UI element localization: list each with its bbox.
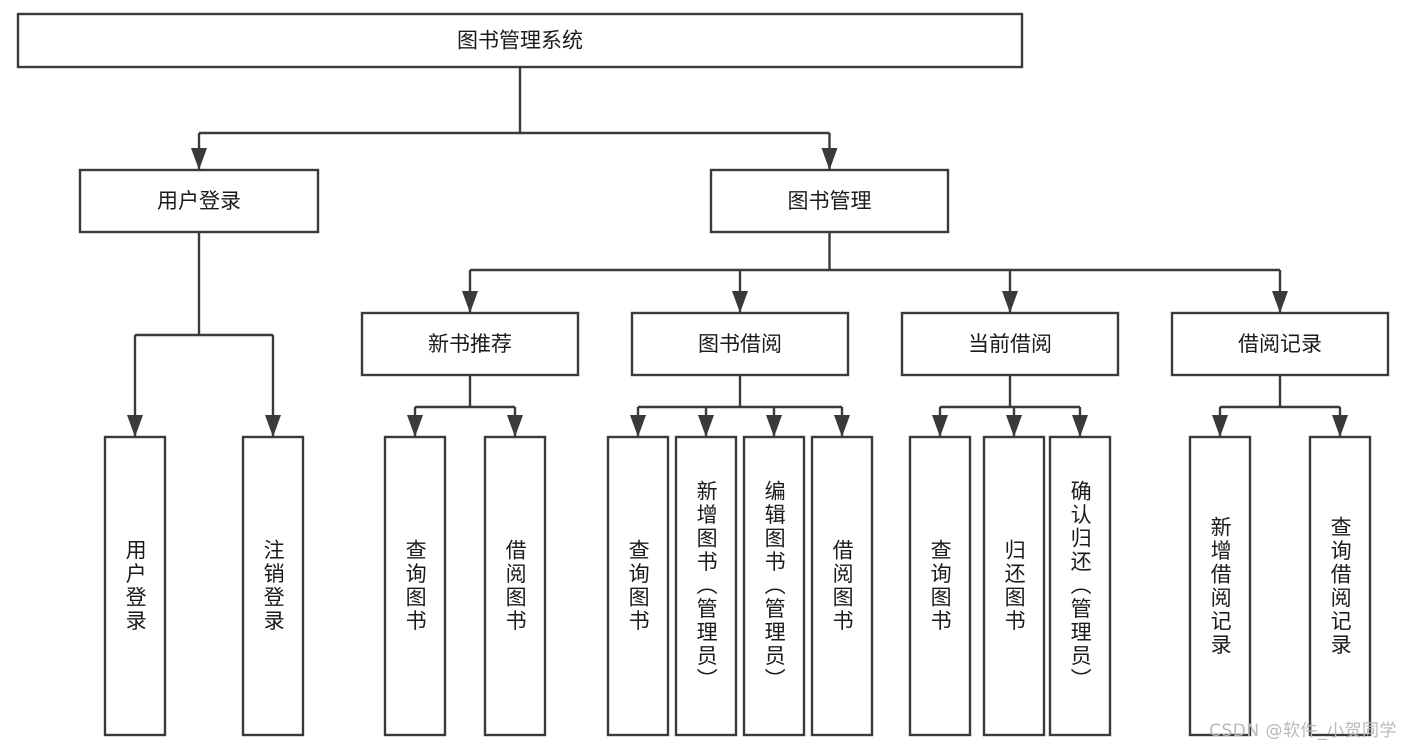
arrow-head-icon-book-borrow bbox=[732, 291, 748, 313]
node-label-borrow-record: 借阅记录 bbox=[1238, 332, 1322, 356]
node-label-root: 图书管理系统 bbox=[457, 29, 583, 53]
arrow-head-icon-user-login bbox=[191, 148, 207, 170]
arrow-head-icon-leaf-add-book bbox=[698, 415, 714, 437]
node-box-leaf-query-record[interactable] bbox=[1308, 435, 1372, 737]
node-boxes bbox=[16, 12, 1390, 737]
node-box-leaf-return-book[interactable] bbox=[982, 435, 1046, 737]
node-box-current-borrow[interactable] bbox=[900, 311, 1120, 377]
node-box-leaf-edit-book[interactable] bbox=[742, 435, 806, 737]
connector-lines bbox=[127, 67, 1348, 437]
arrow-head-icon-current-borrow bbox=[1002, 291, 1018, 313]
arrow-head-icon-leaf-edit-book bbox=[766, 415, 782, 437]
node-box-leaf-query-book-1[interactable] bbox=[383, 435, 447, 737]
arrow-head-icon-leaf-user-logout bbox=[265, 415, 281, 437]
node-label-book-borrow: 图书借阅 bbox=[698, 332, 782, 356]
node-box-leaf-borrow-book-1[interactable] bbox=[483, 435, 547, 737]
node-box-leaf-borrow-book-2[interactable] bbox=[810, 435, 874, 737]
csdn-watermark: CSDN @软件_小贺同学 bbox=[1209, 721, 1397, 741]
arrow-head-icon-borrow-record bbox=[1272, 291, 1288, 313]
node-box-book-borrow[interactable] bbox=[630, 311, 850, 377]
arrow-head-icon-leaf-return-book bbox=[1006, 415, 1022, 437]
arrow-head-icon-leaf-user-login bbox=[127, 415, 143, 437]
arrow-head-icon-leaf-query-book-1 bbox=[407, 415, 423, 437]
arrow-head-icon-new-book-rec bbox=[462, 291, 478, 313]
node-box-new-book-rec[interactable] bbox=[360, 311, 580, 377]
arrow-head-icon-leaf-borrow-book-2 bbox=[834, 415, 850, 437]
node-label-user-login: 用户登录 bbox=[157, 189, 241, 213]
node-label-new-book-rec: 新书推荐 bbox=[428, 332, 512, 356]
node-box-leaf-add-book[interactable] bbox=[674, 435, 738, 737]
node-box-leaf-confirm-return[interactable] bbox=[1048, 435, 1112, 737]
arrow-head-icon-book-manage bbox=[821, 148, 838, 170]
node-box-leaf-user-login[interactable] bbox=[103, 435, 167, 737]
node-box-leaf-query-book-2[interactable] bbox=[606, 435, 670, 737]
node-box-leaf-query-book-3[interactable] bbox=[908, 435, 972, 737]
node-label-current-borrow: 当前借阅 bbox=[968, 332, 1052, 356]
arrow-head-icon-leaf-query-book-3 bbox=[932, 415, 948, 437]
node-box-root[interactable] bbox=[16, 12, 1024, 69]
node-box-leaf-add-record[interactable] bbox=[1188, 435, 1252, 737]
arrow-head-icon-leaf-query-record bbox=[1332, 415, 1348, 437]
arrow-head-icon-leaf-query-book-2 bbox=[630, 415, 646, 437]
node-box-borrow-record[interactable] bbox=[1170, 311, 1390, 377]
arrow-head-icon-leaf-add-record bbox=[1212, 415, 1228, 437]
arrow-head-icon-leaf-borrow-book-1 bbox=[507, 415, 523, 437]
arrow-head-icon-leaf-confirm-return bbox=[1072, 415, 1088, 437]
node-box-user-login[interactable] bbox=[78, 168, 320, 234]
node-label-book-manage: 图书管理 bbox=[788, 189, 872, 213]
node-box-leaf-user-logout[interactable] bbox=[241, 435, 305, 737]
node-box-book-manage[interactable] bbox=[709, 168, 950, 234]
